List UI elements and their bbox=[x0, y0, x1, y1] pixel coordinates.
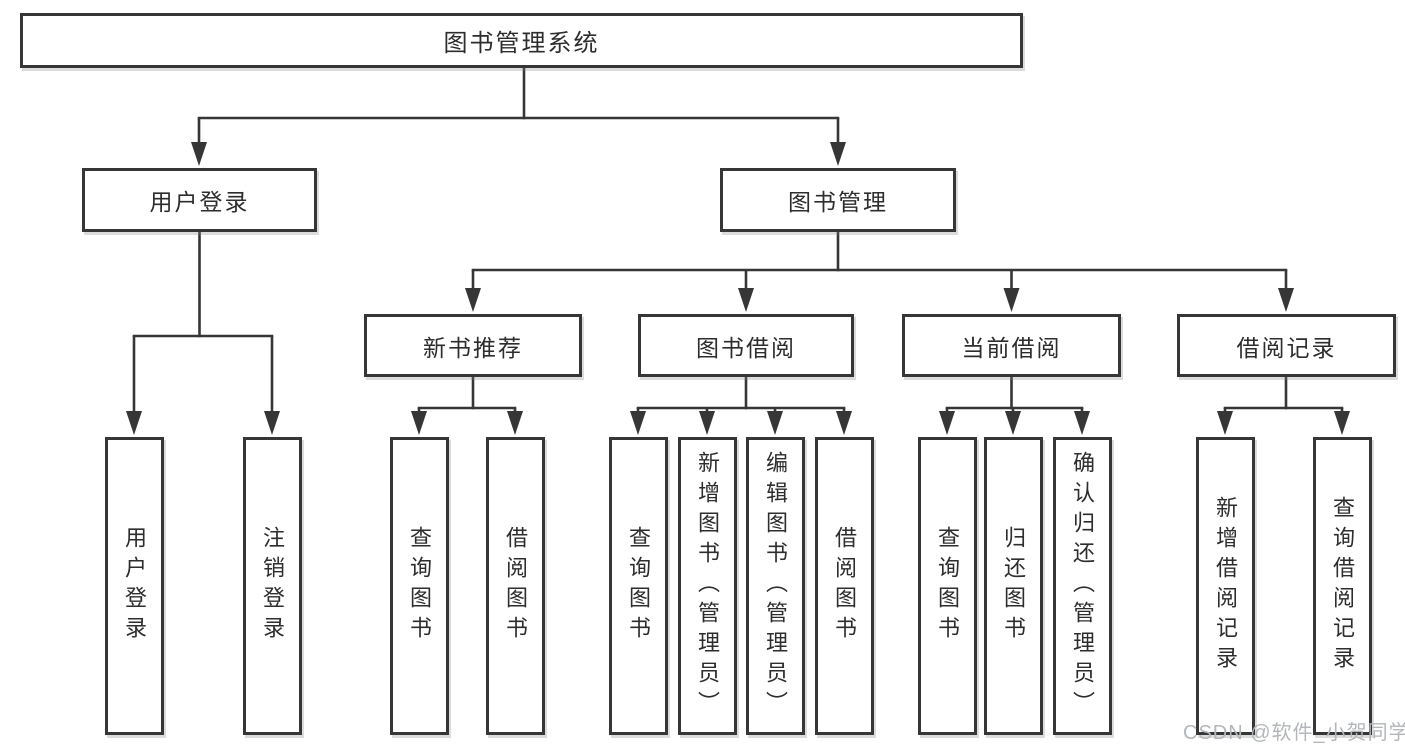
node-book-mgmt-label: 图书管理 bbox=[788, 189, 888, 215]
node-leaf-query-books-1-label: 查询图书 bbox=[407, 526, 432, 646]
node-leaf-edit-book-admin: 编辑图书（管理员） bbox=[745, 437, 805, 735]
node-leaf-return-book-label: 归还图书 bbox=[1001, 526, 1026, 646]
node-leaf-confirm-return-admin: 确认归还（管理员） bbox=[1052, 437, 1112, 735]
node-leaf-borrow-book-1-label: 借阅图书 bbox=[503, 526, 528, 646]
node-user-login: 用户登录 bbox=[82, 168, 317, 232]
node-leaf-add-borrow-record-label: 新增借阅记录 bbox=[1213, 496, 1238, 676]
node-leaf-borrow-book-1: 借阅图书 bbox=[485, 437, 545, 735]
node-leaf-query-borrow-record: 查询借阅记录 bbox=[1312, 437, 1372, 735]
node-leaf-add-book-admin: 新增图书（管理员） bbox=[677, 437, 737, 735]
node-leaf-borrow-book-2: 借阅图书 bbox=[814, 437, 874, 735]
node-book-borrow-label: 图书借阅 bbox=[696, 334, 796, 361]
node-leaf-query-books-3: 查询图书 bbox=[917, 437, 977, 735]
node-leaf-query-books-2: 查询图书 bbox=[608, 437, 668, 735]
node-book-borrow: 图书借阅 bbox=[638, 314, 854, 377]
node-leaf-user-login: 用户登录 bbox=[104, 437, 164, 735]
node-leaf-add-book-admin-label: 新增图书（管理员） bbox=[695, 451, 720, 721]
node-leaf-logout: 注销登录 bbox=[242, 437, 302, 735]
node-leaf-query-books-3-label: 查询图书 bbox=[935, 526, 960, 646]
node-leaf-edit-book-admin-label: 编辑图书（管理员） bbox=[763, 451, 788, 721]
node-leaf-borrow-book-2-label: 借阅图书 bbox=[832, 526, 857, 646]
node-leaf-logout-label: 注销登录 bbox=[260, 526, 285, 646]
node-leaf-user-login-label: 用户登录 bbox=[122, 526, 147, 646]
node-leaf-add-borrow-record: 新增借阅记录 bbox=[1195, 437, 1255, 735]
node-root-label: 图书管理系统 bbox=[443, 30, 600, 57]
node-leaf-query-books-1: 查询图书 bbox=[389, 437, 449, 735]
node-leaf-query-books-2-label: 查询图书 bbox=[626, 526, 651, 646]
node-book-mgmt: 图书管理 bbox=[720, 168, 956, 232]
node-leaf-return-book: 归还图书 bbox=[983, 437, 1043, 735]
arrowheads bbox=[126, 142, 1350, 435]
node-root: 图书管理系统 bbox=[20, 13, 1023, 68]
node-user-login-label: 用户登录 bbox=[149, 189, 250, 215]
node-current-borrow-label: 当前借阅 bbox=[961, 334, 1062, 361]
node-new-book-recommend: 新书推荐 bbox=[364, 314, 582, 377]
node-current-borrow: 当前借阅 bbox=[902, 314, 1121, 377]
node-leaf-query-borrow-record-label: 查询借阅记录 bbox=[1330, 496, 1355, 676]
node-borrow-records: 借阅记录 bbox=[1177, 314, 1396, 377]
csdn-watermark: CSDN @软件_小贺同学 bbox=[1183, 722, 1405, 744]
node-leaf-confirm-return-admin-label: 确认归还（管理员） bbox=[1070, 451, 1095, 721]
node-new-book-recommend-label: 新书推荐 bbox=[423, 334, 523, 361]
node-borrow-records-label: 借阅记录 bbox=[1236, 334, 1337, 361]
